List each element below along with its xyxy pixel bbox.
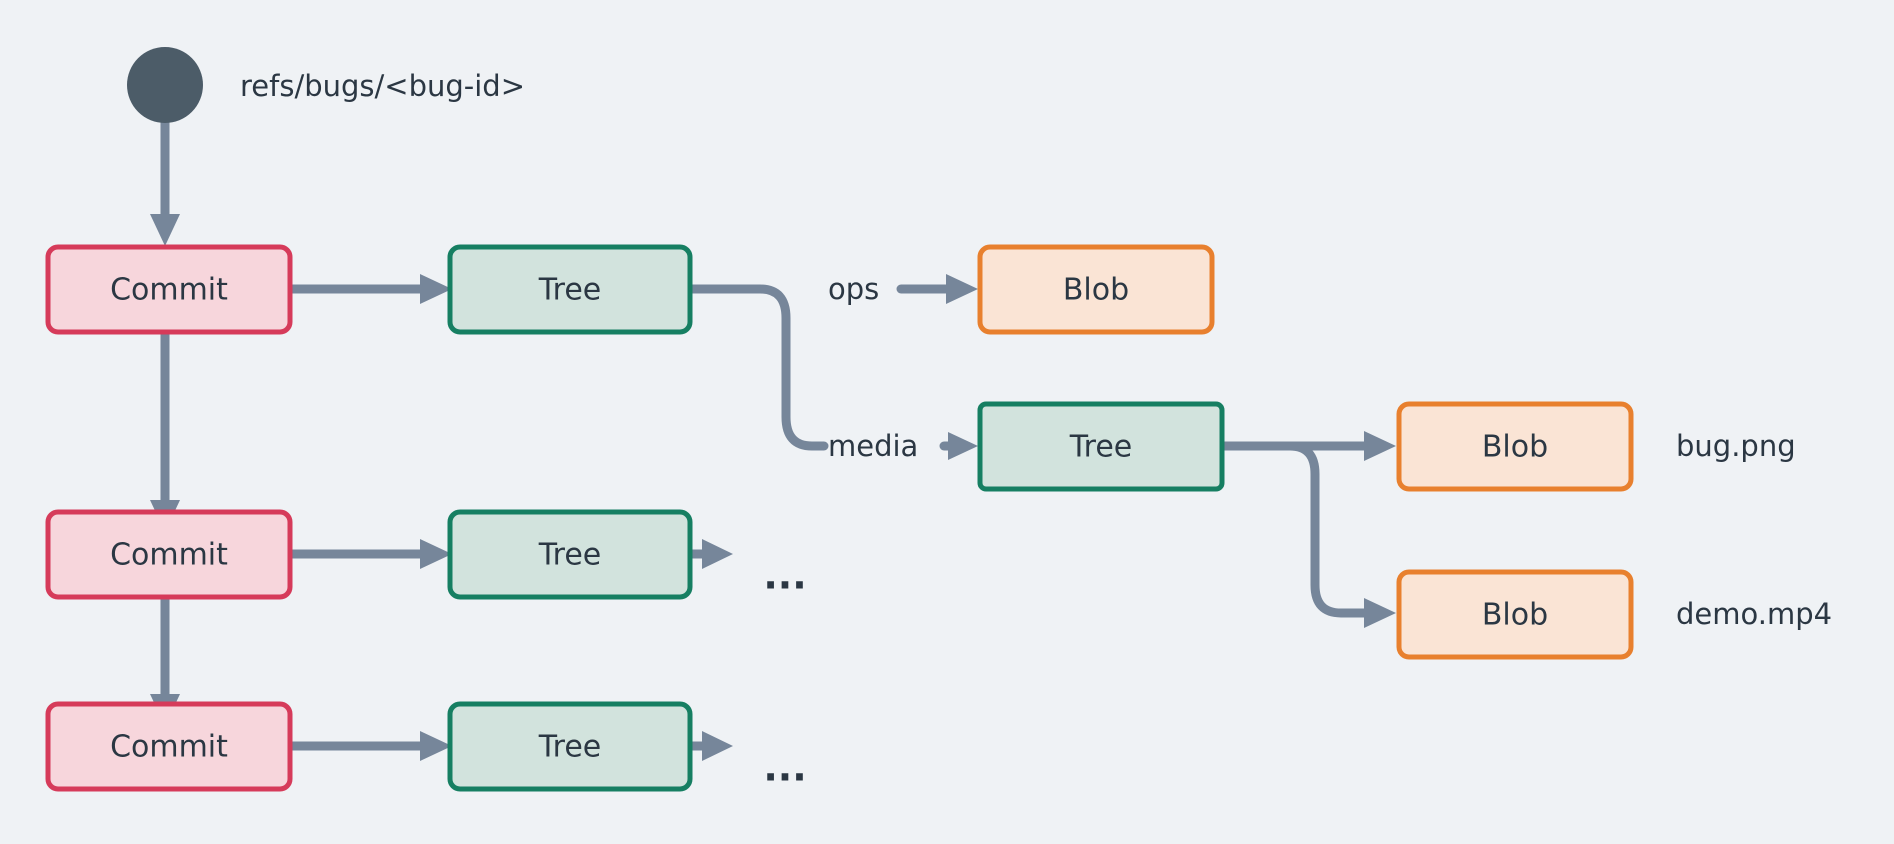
edge-ref-to-commit1 bbox=[150, 113, 180, 246]
edge-label-media: media bbox=[828, 429, 918, 463]
edge-tree3-to-ellipsis bbox=[685, 731, 733, 761]
tree-media-box[interactable] bbox=[977, 401, 1225, 492]
tree1-label: Tree bbox=[538, 273, 602, 308]
edge-commit2-to-tree2 bbox=[285, 539, 452, 569]
refs-pointer-label: refs/bugs/<bug-id> bbox=[240, 69, 525, 103]
edge-tree2-to-ellipsis bbox=[685, 539, 733, 569]
ellipsis-row3: ... bbox=[763, 746, 806, 790]
blob-ops-label: Blob bbox=[1063, 273, 1129, 308]
node-blob-bugpng[interactable]: Blob bbox=[1396, 401, 1634, 492]
tree1-box[interactable] bbox=[447, 244, 693, 335]
blob-bugpng-box[interactable] bbox=[1396, 401, 1634, 492]
commit2-label: Commit bbox=[110, 538, 228, 573]
node-blob-ops[interactable]: Blob bbox=[977, 244, 1215, 335]
commit2-box[interactable] bbox=[45, 509, 293, 600]
blob-demomp4-label: Blob bbox=[1482, 598, 1548, 633]
blob-ops-box[interactable] bbox=[977, 244, 1215, 335]
edge-label-ops: ops bbox=[828, 272, 879, 306]
side-label-bug-png: bug.png bbox=[1676, 429, 1796, 463]
edge-media-to-tree bbox=[939, 432, 978, 460]
node-tree1[interactable]: Tree bbox=[447, 244, 693, 335]
node-tree3[interactable]: Tree bbox=[447, 701, 693, 792]
ellipsis-row2: ... bbox=[763, 554, 806, 598]
tree3-box[interactable] bbox=[447, 701, 693, 792]
tree-media-label: Tree bbox=[1069, 430, 1133, 465]
tree3-label: Tree bbox=[538, 730, 602, 765]
edge-commit1-to-tree1 bbox=[285, 274, 452, 304]
node-blob-demomp4[interactable]: Blob bbox=[1396, 569, 1634, 660]
commit1-label: Commit bbox=[110, 273, 228, 308]
commit3-label: Commit bbox=[110, 730, 228, 765]
commit1-box[interactable] bbox=[45, 244, 293, 335]
node-commit2[interactable]: Commit bbox=[45, 509, 293, 600]
commit3-box[interactable] bbox=[45, 701, 293, 792]
tree2-label: Tree bbox=[538, 538, 602, 573]
edge-ops-to-blob bbox=[896, 274, 978, 304]
node-tree-media[interactable]: Tree bbox=[977, 401, 1225, 492]
blob-demomp4-box[interactable] bbox=[1396, 569, 1634, 660]
side-label-demo-mp4: demo.mp4 bbox=[1676, 597, 1832, 631]
tree2-box[interactable] bbox=[447, 509, 693, 600]
node-commit3[interactable]: Commit bbox=[45, 701, 293, 792]
edge-treemedia-branch bbox=[1217, 431, 1396, 628]
node-commit1[interactable]: Commit bbox=[45, 244, 293, 335]
blob-bugpng-label: Blob bbox=[1482, 430, 1548, 465]
edge-tree1-branch bbox=[685, 284, 829, 451]
edge-commit1-to-commit2 bbox=[150, 327, 180, 532]
refs-pointer-circle[interactable] bbox=[127, 47, 203, 123]
node-tree2[interactable]: Tree bbox=[447, 509, 693, 600]
edge-commit3-to-tree3 bbox=[285, 731, 452, 761]
